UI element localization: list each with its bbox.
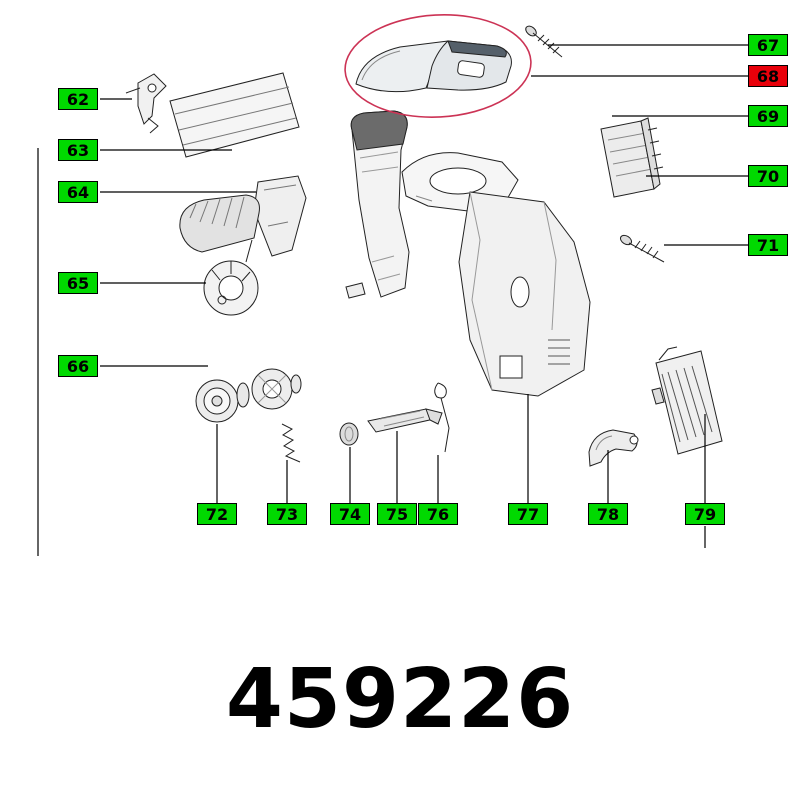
- part-79-drawing: [651, 346, 723, 455]
- part-number: 459226: [225, 652, 575, 747]
- part-label-62[interactable]: 62: [58, 88, 98, 110]
- part-label-66[interactable]: 66: [58, 355, 98, 377]
- part-label-74[interactable]: 74: [330, 503, 370, 525]
- part-label-71[interactable]: 71: [748, 234, 788, 256]
- leader-lines: [37, 44, 748, 556]
- handle-half-drawing: [345, 110, 410, 299]
- part-label-73[interactable]: 73: [267, 503, 307, 525]
- part-label-63[interactable]: 63: [58, 139, 98, 161]
- part-label-75[interactable]: 75: [377, 503, 417, 525]
- part-label-72[interactable]: 72: [197, 503, 237, 525]
- part-78-drawing: [588, 429, 639, 467]
- part-label-79[interactable]: 79: [685, 503, 725, 525]
- part-62-drawing: [125, 73, 167, 134]
- part-73-spring-drawing: [281, 423, 301, 463]
- part-label-76[interactable]: 76: [418, 503, 458, 525]
- part-77-housing-drawing: [458, 191, 591, 397]
- part-63-drawing: [169, 72, 300, 158]
- part-66-72-knobs-drawing: [195, 368, 302, 423]
- part-70-drawing: [600, 117, 664, 198]
- part-75-drawing: [367, 408, 443, 433]
- tool-parts-art: [125, 25, 723, 467]
- part-label-69[interactable]: 69: [748, 105, 788, 127]
- part-74-drawing: [339, 422, 359, 446]
- part-76-drawing: [434, 382, 450, 453]
- part-65-drawing: [179, 194, 260, 316]
- part-label-77[interactable]: 77: [508, 503, 548, 525]
- part-label-67[interactable]: 67: [748, 34, 788, 56]
- part-71-screw-drawing: [619, 234, 665, 263]
- part-label-78[interactable]: 78: [588, 503, 628, 525]
- part-label-70[interactable]: 70: [748, 165, 788, 187]
- part-64-drawing: [253, 175, 307, 257]
- part-label-65[interactable]: 65: [58, 272, 98, 294]
- part-68-cap-drawing: [355, 40, 512, 93]
- part-label-68-selected[interactable]: 68: [748, 65, 788, 87]
- selected-part-highlight-ellipse: [344, 14, 532, 118]
- part-67-screw-drawing: [525, 25, 563, 58]
- part-label-64[interactable]: 64: [58, 181, 98, 203]
